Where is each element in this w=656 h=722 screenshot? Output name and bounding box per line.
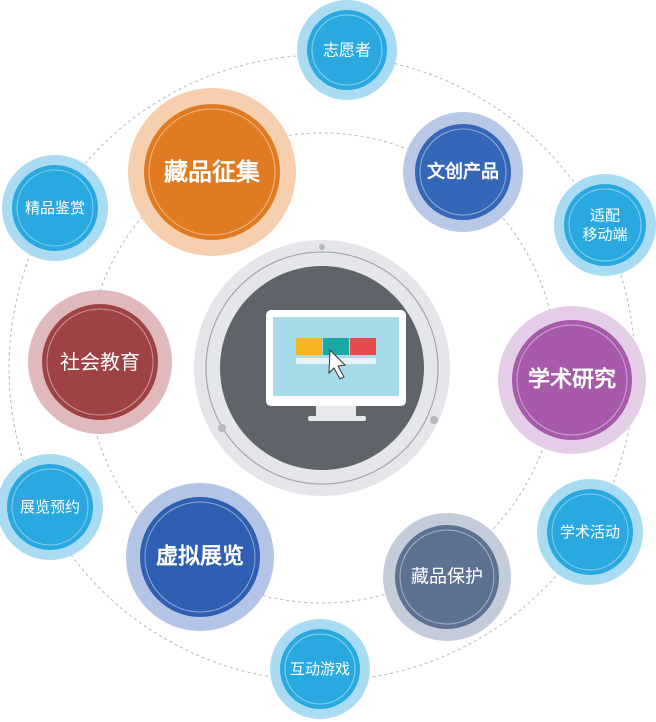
node-inner-ring: [311, 14, 383, 86]
node-circle: [564, 184, 646, 266]
node-inner-ring: [46, 308, 154, 416]
node-circle: [42, 304, 158, 420]
node-label: 展览预约: [20, 498, 80, 516]
node-circle: [12, 165, 98, 251]
node-label: 移动端: [582, 225, 627, 243]
node-inner-ring: [16, 169, 94, 247]
node-label: 适配: [590, 207, 620, 225]
node-label: 学术活动: [560, 523, 620, 541]
node-inner-ring: [11, 468, 89, 546]
node-protection: 藏品保护: [383, 513, 511, 641]
node-academic: 学术研究: [498, 306, 646, 454]
node-label: 藏品征集: [164, 158, 261, 186]
monitor-icon: [266, 310, 406, 421]
node-inner-ring: [284, 633, 356, 705]
node-circle: [140, 497, 260, 617]
node-inner-ring: [516, 324, 628, 436]
node-circle: [395, 525, 499, 629]
node-label: 文创产品: [427, 161, 499, 183]
node-label: 社会教育: [60, 350, 140, 374]
node-circle: [415, 124, 511, 220]
node-inner-ring: [399, 529, 495, 625]
node-label: 志愿者: [323, 41, 371, 60]
node-volunteer: 志愿者: [297, 0, 397, 100]
node-creative: 文创产品: [403, 112, 523, 232]
node-activity: 学术活动: [537, 479, 643, 585]
node-game: 互动游戏: [270, 619, 370, 719]
node-booking: 展览预约: [0, 454, 103, 560]
node-inner-ring: [568, 188, 642, 262]
node-circle: [280, 629, 360, 709]
node-inner-ring: [551, 493, 629, 571]
node-inner-ring: [148, 108, 276, 236]
node-inner-ring: [144, 501, 256, 613]
node-circle: [144, 104, 280, 240]
node-inner-ring: [419, 128, 507, 216]
node-circle: [7, 464, 93, 550]
node-circle: [547, 489, 633, 575]
node-label: 虚拟展览: [156, 544, 244, 570]
node-label: 互动游戏: [290, 660, 350, 678]
node-label: 藏品保护: [411, 567, 483, 588]
node-circle: [307, 10, 387, 90]
node-label: 精品鉴赏: [25, 199, 85, 217]
node-virtual: 虚拟展览: [126, 483, 274, 631]
node-label: 学术研究: [528, 367, 616, 393]
node-social: 社会教育: [28, 290, 172, 434]
node-collection: 藏品征集: [128, 88, 296, 256]
node-masterpiece: 精品鉴赏: [2, 155, 108, 261]
node-circle: [512, 320, 632, 440]
